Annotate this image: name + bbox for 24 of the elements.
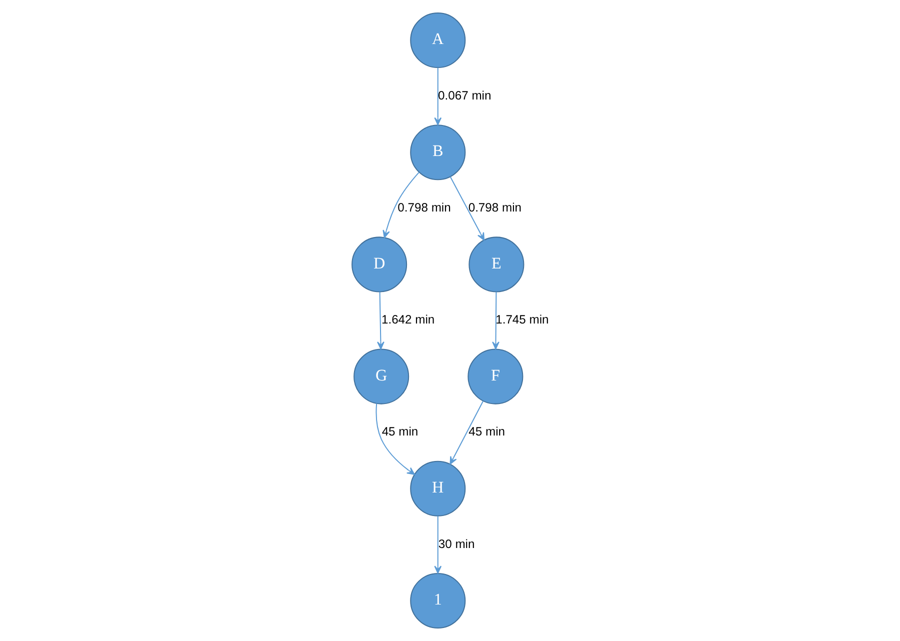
edge-label: 0.798 min: [397, 200, 450, 215]
arrow: [382, 172, 419, 238]
edge-label: 0.798 min: [468, 200, 522, 215]
node-circle: E: [468, 236, 524, 292]
arrow: [492, 292, 499, 350]
node-circle: D: [351, 236, 407, 292]
node-circle: A: [410, 12, 466, 68]
node-circle: F: [467, 348, 523, 404]
arrow: [449, 400, 484, 465]
arrow: [449, 176, 484, 241]
edge-label: 0.067 min: [438, 88, 491, 102]
node-circle: H: [410, 460, 466, 516]
node-circle: B: [410, 124, 466, 180]
edge-label: 30 min: [438, 536, 474, 551]
node-circle: 1: [410, 572, 466, 628]
arrow: [376, 292, 384, 350]
edge-label: 1.642 min: [380, 312, 434, 327]
arrow: [434, 516, 442, 574]
node-circle: G: [353, 348, 409, 404]
arrow: [375, 403, 414, 475]
edge-label: 45 min: [468, 424, 505, 439]
arrow: [434, 68, 442, 126]
edge-label: 1.745 min: [495, 312, 548, 327]
edge-label: 45 min: [381, 424, 418, 439]
